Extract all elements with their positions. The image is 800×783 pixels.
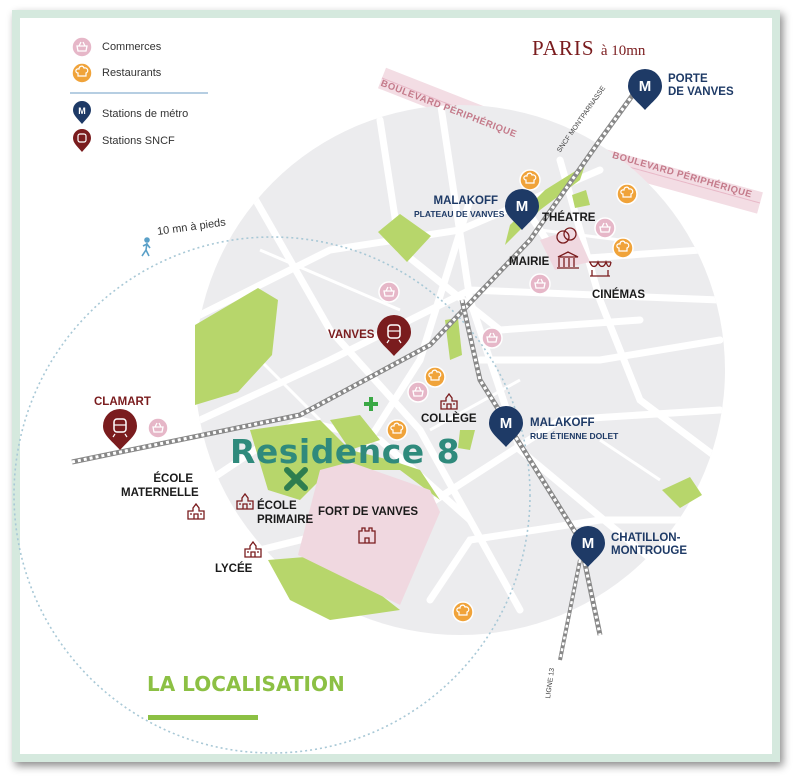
place-ecole-primaire: ÉCOLE PRIMAIRE <box>257 499 313 527</box>
commerce-icon <box>147 417 169 439</box>
legend-commerces: Commerces <box>102 41 162 53</box>
place-theatre: THÉATRE <box>542 212 596 224</box>
metro-line2: RUE ÉTIENNE DOLET <box>530 431 619 441</box>
restaurant-icon <box>424 366 446 388</box>
metro-name-malakoff-dolet: MALAKOFF RUE ÉTIENNE DOLET <box>530 417 618 443</box>
restaurant-icon <box>452 601 474 623</box>
metro-line1: MALAKOFF <box>530 417 595 429</box>
place-ecole-maternelle: ÉCOLE MATERNELLE <box>121 472 199 500</box>
paris-name: PARIS <box>532 36 595 60</box>
fort-icon <box>358 527 376 544</box>
place-line: ÉCOLE <box>153 473 193 485</box>
section-title: LA LOCALISATION <box>147 672 345 696</box>
paris-distance: à 10mn <box>600 43 646 59</box>
legend-restaurants: Restaurants <box>102 67 162 79</box>
fort-area <box>298 462 440 605</box>
svg-text:M: M <box>582 535 595 552</box>
commerce-icon <box>481 327 503 349</box>
metro-name-chatillon: CHATILLON- MONTROUGE <box>611 532 687 558</box>
metro-line2: DE VANVES <box>668 86 734 98</box>
place-line: PRIMAIRE <box>257 514 314 526</box>
metro-name-porte-vanves: PORTE DE VANVES <box>668 73 734 99</box>
place-cinemas: CINÉMAS <box>592 289 646 301</box>
lycee-icon <box>244 541 262 558</box>
sncf-pin-vanves[interactable] <box>377 315 411 356</box>
cinema-icon <box>589 259 612 277</box>
metro-line2: PLATEAU DE VANVES <box>414 209 505 219</box>
legend-restaurant-icon <box>71 62 93 84</box>
residence-title: Residence 8 <box>230 432 461 471</box>
legend-metro-icon: M <box>73 101 91 124</box>
svg-text:M: M <box>500 415 513 432</box>
restaurant-icon <box>616 183 638 205</box>
restaurant-icon <box>519 169 541 191</box>
metro-line1: MALAKOFF <box>433 195 498 207</box>
mairie-area <box>540 228 590 270</box>
legend-metro: Stations de métro <box>102 108 189 120</box>
commerce-icon <box>529 273 551 295</box>
place-line: ÉCOLE <box>257 500 297 512</box>
place-line: MATERNELLE <box>121 487 199 499</box>
metro-line1: PORTE <box>668 73 708 85</box>
title-underline <box>148 715 258 720</box>
restaurant-icon <box>612 237 634 259</box>
metro-line1: CHATILLON- <box>611 532 681 544</box>
paris-label: PARIS à 10mn <box>532 36 645 61</box>
legend-commerce-icon <box>71 36 93 58</box>
sncf-name-vanves: VANVES <box>328 329 375 341</box>
sncf-name-clamart: CLAMART <box>94 396 151 408</box>
theatre-icon <box>556 227 577 244</box>
metro-pin-malakoff-plateau[interactable]: M <box>505 189 539 230</box>
commerce-icon <box>594 217 616 239</box>
place-lycee: LYCÉE <box>215 563 253 575</box>
svg-text:M: M <box>639 78 652 95</box>
svg-text:M: M <box>78 106 86 116</box>
rail-lines <box>71 83 643 661</box>
walk-radius <box>13 236 531 754</box>
ecole-maternelle-icon <box>187 503 205 520</box>
metro-pin-chatillon[interactable]: M <box>571 526 605 567</box>
place-college: COLLÈGE <box>421 413 477 425</box>
metro-pin-porte-vanves[interactable]: M <box>628 69 662 110</box>
legend-sncf: Stations SNCF <box>102 135 175 147</box>
residence-marker-icon <box>284 467 308 491</box>
legend-sncf-icon <box>73 129 91 152</box>
place-mairie: MAIRIE <box>509 256 550 268</box>
svg-text:M: M <box>516 198 529 215</box>
commerce-icon <box>378 281 400 303</box>
commerce-icon <box>407 381 429 403</box>
metro-pin-malakoff-dolet[interactable]: M <box>489 406 523 447</box>
metro-line2: MONTROUGE <box>611 545 688 557</box>
sncf-pin-clamart[interactable] <box>103 409 137 450</box>
pharmacy-icon <box>364 397 378 411</box>
mairie-icon <box>557 251 579 269</box>
pedestrian-icon <box>141 237 151 257</box>
metro-name-malakoff-plateau: MALAKOFF PLATEAU DE VANVES <box>414 195 505 221</box>
place-fort: FORT DE VANVES <box>318 506 419 518</box>
